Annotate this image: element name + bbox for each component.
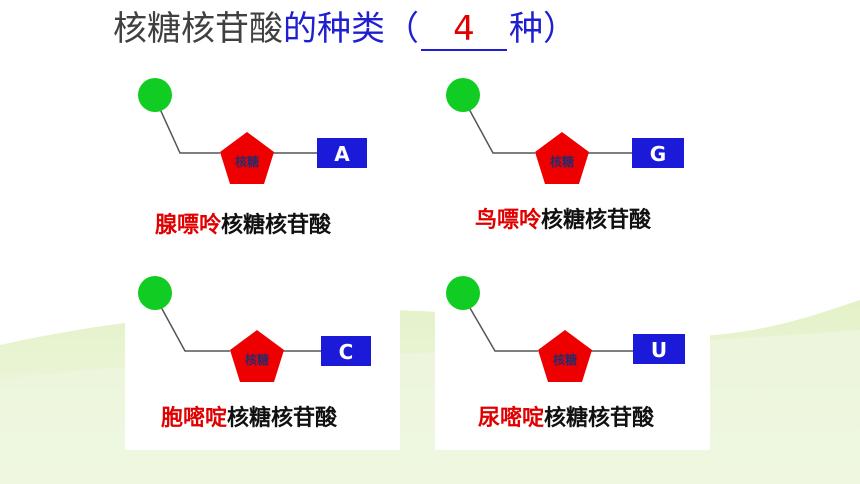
phosphate-bond <box>154 97 220 154</box>
base-name: 胞嘧啶 <box>161 406 228 431</box>
base-label: A <box>334 142 350 166</box>
base-name: 腺嘌呤 <box>155 213 222 238</box>
nucleotide-suffix: 核糖核苷酸 <box>544 406 655 431</box>
base-label: C <box>339 340 354 364</box>
ribose-pentagon <box>538 330 592 382</box>
nucleotide-diagram: 核糖 C <box>138 276 371 382</box>
nucleotide-card-cytosine: 核糖 C 胞嘧啶核糖核苷酸 <box>125 268 400 450</box>
phosphate-circle <box>446 276 480 310</box>
title-blank: 4 <box>421 9 507 51</box>
nucleotide-diagram: 核糖 U <box>446 276 685 382</box>
nucleotide-suffix: 核糖核苷酸 <box>221 213 332 238</box>
phosphate-circle <box>446 78 480 112</box>
title-part1: 核糖核苷酸 <box>113 9 283 49</box>
base-name: 鸟嘌呤 <box>475 208 542 233</box>
ribose-pentagon <box>535 132 589 184</box>
base-label: U <box>651 338 667 362</box>
nucleotide-suffix: 核糖核苷酸 <box>541 208 652 233</box>
base-name: 尿嘧啶 <box>478 406 545 431</box>
sugar-label: 核糖 <box>553 352 577 367</box>
base-box <box>321 336 371 366</box>
phosphate-bond <box>154 295 230 352</box>
base-box <box>633 334 685 364</box>
nucleotide-suffix: 核糖核苷酸 <box>227 406 338 431</box>
nucleotide-diagram: 核糖 G <box>446 78 684 184</box>
base-box <box>632 138 684 168</box>
nucleotide-card-uracil: 核糖 U 尿嘧啶核糖核苷酸 <box>435 268 710 450</box>
phosphate-circle <box>138 78 172 112</box>
phosphate-circle <box>138 276 172 310</box>
nucleotide-name: 腺嘌呤核糖核苷酸 <box>155 211 331 241</box>
sugar-label: 核糖 <box>245 352 269 367</box>
phosphate-bond <box>462 97 535 154</box>
title-part2: 的种类（ <box>283 9 419 49</box>
ribose-pentagon <box>230 330 284 382</box>
nucleotide-name: 尿嘧啶核糖核苷酸 <box>478 404 654 434</box>
base-label: G <box>650 142 666 166</box>
phosphate-bond <box>462 295 538 352</box>
ribose-pentagon <box>220 132 274 184</box>
title-blank-value: 4 <box>453 9 475 49</box>
nucleotide-name: 鸟嘌呤核糖核苷酸 <box>475 206 651 236</box>
page-title: 核糖核苷酸的种类（ 4 种） <box>113 4 577 54</box>
nucleotide-diagram: 核糖 A <box>138 78 367 184</box>
sugar-label: 核糖 <box>235 154 259 169</box>
nucleotide-name: 胞嘧啶核糖核苷酸 <box>161 404 337 434</box>
base-box <box>317 138 367 168</box>
title-part3: 种） <box>509 9 577 49</box>
sugar-label: 核糖 <box>550 154 574 169</box>
nucleotide-card-guanine: 核糖 G 鸟嘌呤核糖核苷酸 <box>435 70 705 250</box>
nucleotide-card-adenine: 核糖 A 腺嘌呤核糖核苷酸 <box>125 70 395 250</box>
